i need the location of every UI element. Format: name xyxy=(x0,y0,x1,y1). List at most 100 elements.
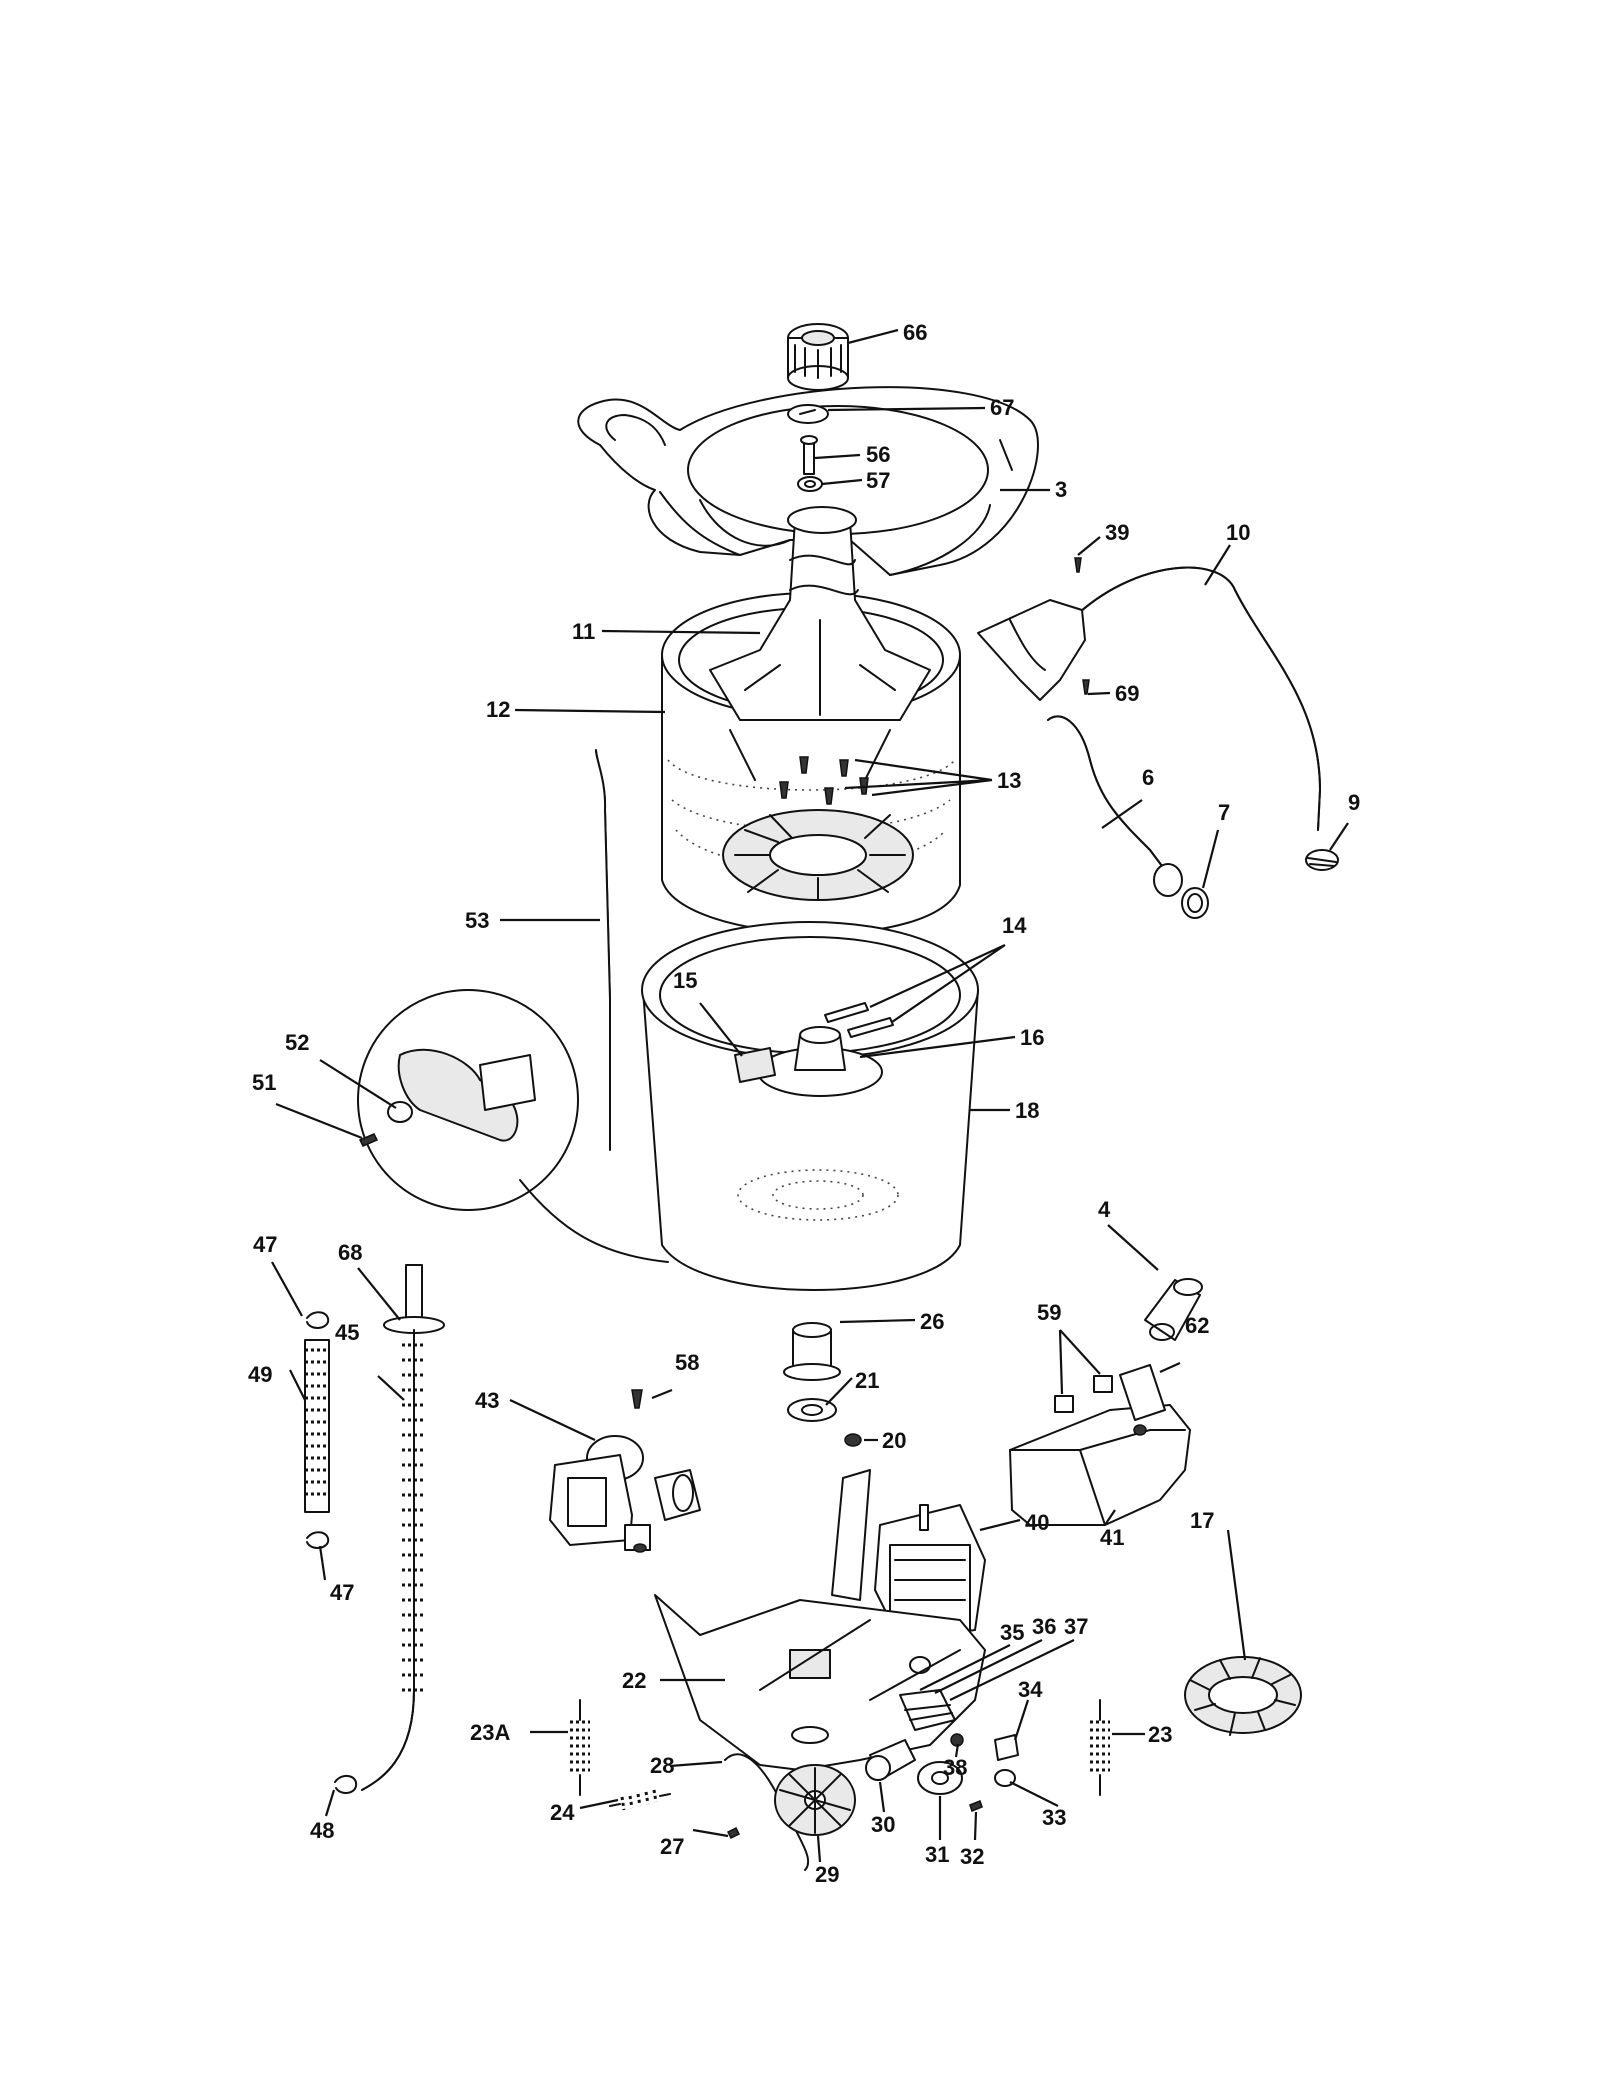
part-47-clamp-bottom xyxy=(306,1531,330,1549)
leader-lines xyxy=(271,328,1349,1863)
impeller xyxy=(722,809,914,901)
callout-7: 7 xyxy=(1218,800,1230,825)
part-34-clip xyxy=(994,1734,1019,1761)
callout-45: 45 xyxy=(335,1320,359,1345)
part-53-rod xyxy=(595,749,611,1151)
part-27-pin xyxy=(726,1826,741,1840)
callout-23: 23 xyxy=(1148,1722,1172,1747)
callout-68: 68 xyxy=(338,1240,362,1265)
callout-38: 38 xyxy=(943,1755,967,1780)
callout-33: 33 xyxy=(1042,1805,1066,1830)
part-68-fitting xyxy=(383,1264,445,1334)
callout-39: 39 xyxy=(1105,520,1129,545)
callout-36: 36 xyxy=(1032,1614,1056,1639)
callout-43: 43 xyxy=(475,1388,499,1413)
callout-16: 16 xyxy=(1020,1025,1044,1050)
part-31-wheel xyxy=(917,1761,963,1795)
callout-66: 66 xyxy=(903,320,927,345)
part-4-capacitor xyxy=(1144,1278,1203,1341)
callout-49: 49 xyxy=(248,1362,272,1387)
callout-57: 57 xyxy=(866,468,890,493)
callout-29: 29 xyxy=(815,1862,839,1887)
callout-34: 34 xyxy=(1018,1677,1043,1702)
callout-32: 32 xyxy=(960,1844,984,1869)
detail-inset xyxy=(357,989,669,1263)
callout-52: 52 xyxy=(285,1030,309,1055)
part-23a-spring xyxy=(570,1699,590,1796)
part-32-pin xyxy=(969,1800,983,1812)
callout-9: 9 xyxy=(1348,790,1360,815)
part-69-screw xyxy=(1082,679,1090,695)
callout-37: 37 xyxy=(1064,1614,1088,1639)
part-24-spring xyxy=(609,1789,671,1811)
part-17-gear-ring xyxy=(1184,1656,1302,1736)
callout-27: 27 xyxy=(660,1834,684,1859)
callout-11: 11 xyxy=(572,619,595,644)
callout-18: 18 xyxy=(1015,1098,1039,1123)
part-22-base xyxy=(654,1469,986,1771)
part-9-clamp xyxy=(1305,849,1339,871)
part-23-spring xyxy=(1090,1699,1110,1796)
callout-13: 13 xyxy=(997,768,1021,793)
callout-53: 53 xyxy=(465,908,489,933)
part-11-agitator xyxy=(709,506,931,721)
callout-51: 51 xyxy=(252,1070,276,1095)
parts-35-36-37-linkage xyxy=(899,1689,956,1731)
callout-59: 59 xyxy=(1037,1300,1061,1325)
callout-47-bottom: 47 xyxy=(330,1580,354,1605)
callout-47-top: 47 xyxy=(253,1232,277,1257)
callout-28: 28 xyxy=(650,1753,674,1778)
part-10-fill-hose xyxy=(977,566,1321,831)
callout-67: 67 xyxy=(990,395,1014,420)
part-57-washer xyxy=(797,476,823,492)
callout-12: 12 xyxy=(486,697,510,722)
callout-24: 24 xyxy=(550,1800,575,1825)
callout-48: 48 xyxy=(310,1818,334,1843)
part-47-clamp-top xyxy=(306,1311,330,1329)
callout-69: 69 xyxy=(1115,681,1139,706)
part-66-knob xyxy=(787,323,849,391)
part-30-arm xyxy=(865,1739,916,1781)
callout-22: 22 xyxy=(622,1668,646,1693)
part-14-bolts xyxy=(824,1002,894,1038)
callout-20: 20 xyxy=(882,1428,906,1453)
part-49-hose xyxy=(304,1339,330,1513)
callout-56: 56 xyxy=(866,442,890,467)
callout-35: 35 xyxy=(1000,1620,1024,1645)
callout-40: 40 xyxy=(1025,1510,1049,1535)
part-21-washer xyxy=(787,1398,837,1422)
part-15-plate xyxy=(734,1047,776,1083)
callout-41: 41 xyxy=(1100,1525,1124,1550)
callout-21: 21 xyxy=(855,1368,879,1393)
part-67-cap xyxy=(787,404,829,424)
part-29-pulley xyxy=(774,1764,856,1836)
callout-62: 62 xyxy=(1185,1313,1209,1338)
callout-4: 4 xyxy=(1098,1197,1111,1222)
part-59-clips xyxy=(1054,1375,1113,1413)
callout-3: 3 xyxy=(1055,477,1067,502)
callout-23a: 23A xyxy=(470,1720,510,1745)
part-48-clamp xyxy=(334,1774,358,1794)
part-39-screw xyxy=(1074,557,1082,573)
callout-30: 30 xyxy=(871,1812,895,1837)
callout-15: 15 xyxy=(673,968,697,993)
part-56-bolt xyxy=(800,435,818,475)
callout-26: 26 xyxy=(920,1309,944,1334)
part-26-bushing xyxy=(783,1322,841,1381)
part-62-bracket xyxy=(1119,1364,1166,1436)
part-18-outer-tub xyxy=(641,921,979,1291)
part-6-drain-hose xyxy=(1047,715,1183,897)
callout-58: 58 xyxy=(675,1350,699,1375)
part-13-screws xyxy=(779,756,869,805)
part-45-drain-hose xyxy=(361,1329,426,1791)
callout-17: 17 xyxy=(1190,1508,1214,1533)
part-41-shield xyxy=(1009,1404,1191,1526)
callout-labels: 66 67 56 57 3 39 10 11 69 12 13 6 9 7 53… xyxy=(248,320,1360,1887)
callout-14: 14 xyxy=(1002,913,1027,938)
callout-31: 31 xyxy=(925,1842,949,1867)
callout-10: 10 xyxy=(1226,520,1250,545)
part-43-pump xyxy=(549,1435,701,1553)
callout-6: 6 xyxy=(1142,765,1154,790)
part-7-ring xyxy=(1181,887,1209,919)
